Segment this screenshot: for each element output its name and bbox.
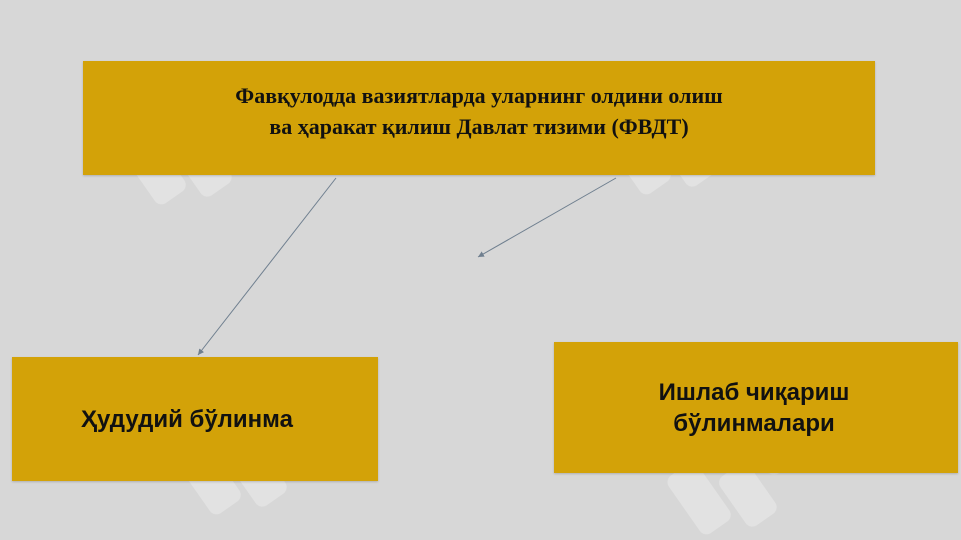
system-title-line-1: Фавқулодда вазиятларда уларнинг олдини о… bbox=[235, 83, 723, 108]
system-title: Фавқулодда вазиятларда уларнинг олдини о… bbox=[235, 80, 722, 142]
system-title-line-2: ва ҳаракат қилиш Давлат тизими (ФВДТ) bbox=[269, 114, 689, 139]
territorial-unit-label: Ҳудудий бўлинма bbox=[81, 405, 293, 433]
production-units-line-1: Ишлаб чиқариш bbox=[658, 378, 850, 406]
territorial-unit-box: Ҳудудий бўлинма bbox=[12, 357, 378, 481]
production-units-line-2: бўлинмалари bbox=[673, 409, 835, 437]
production-units-label: Ишлаб чиқариш бўлинмалари bbox=[659, 377, 850, 439]
system-title-box: Фавқулодда вазиятларда уларнинг олдини о… bbox=[83, 61, 875, 175]
production-units-box: Ишлаб чиқариш бўлинмалари bbox=[554, 342, 958, 473]
